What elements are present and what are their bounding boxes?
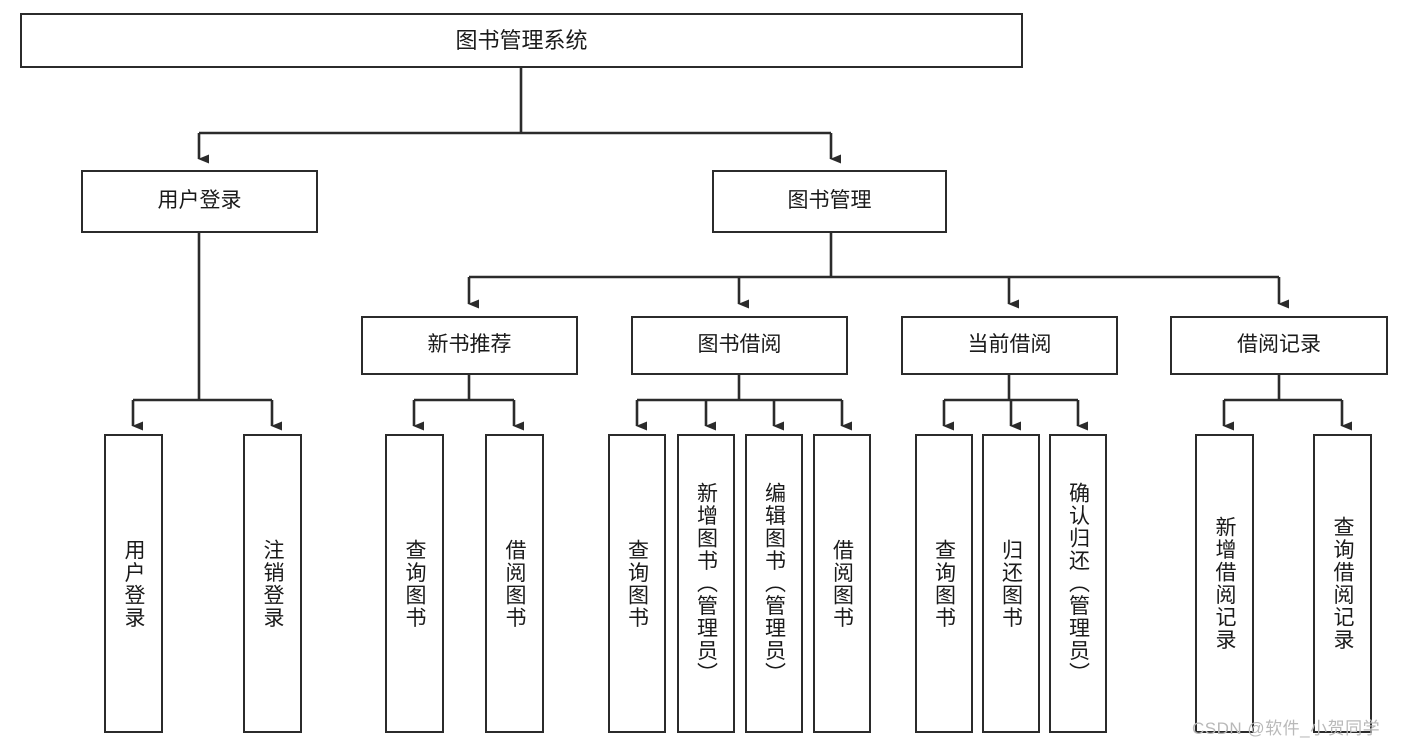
node-user-login[interactable]: 用户登录 [81,170,318,233]
leaf-book-borrow-borrow-book[interactable]: 借阅图书 [813,434,871,733]
leaf-label: 新增图书（管理员） [694,482,718,685]
node-root-book-management-system[interactable]: 图书管理系统 [20,13,1023,68]
node-user-login-label: 用户登录 [157,189,242,213]
leaf-label: 查询图书 [625,538,649,629]
leaf-book-borrow-edit-book-admin[interactable]: 编辑图书（管理员） [745,434,803,733]
leaf-label: 查询图书 [932,538,956,629]
leaf-user-login-signout[interactable]: 注销登录 [243,434,302,733]
leaf-label: 新增借阅记录 [1213,516,1236,651]
leaf-label: 用户登录 [122,538,145,629]
leaf-label: 借阅图书 [830,538,854,629]
node-new-book-recommend[interactable]: 新书推荐 [361,316,578,375]
node-current-borrow-label: 当前借阅 [967,333,1052,357]
node-current-borrow[interactable]: 当前借阅 [901,316,1118,375]
leaf-book-borrow-add-book-admin[interactable]: 新增图书（管理员） [677,434,735,733]
leaf-current-borrow-confirm-return-admin[interactable]: 确认归还（管理员） [1049,434,1107,733]
node-root-label: 图书管理系统 [455,27,588,53]
leaf-label: 归还图书 [999,538,1023,629]
leaf-label: 查询借阅记录 [1331,516,1354,651]
leaf-current-borrow-query-book[interactable]: 查询图书 [915,434,973,733]
node-borrow-record[interactable]: 借阅记录 [1170,316,1388,375]
node-borrow-record-label: 借阅记录 [1237,333,1321,357]
node-book-management[interactable]: 图书管理 [712,170,947,233]
node-new-book-recommend-label: 新书推荐 [427,333,512,357]
node-book-management-label: 图书管理 [787,189,872,213]
leaf-borrow-record-query-record[interactable]: 查询借阅记录 [1313,434,1372,733]
leaf-label: 查询图书 [403,538,426,629]
leaf-label: 编辑图书（管理员） [762,482,786,685]
node-book-borrow[interactable]: 图书借阅 [631,316,848,375]
leaf-label: 注销登录 [261,538,284,629]
leaf-current-borrow-return-book[interactable]: 归还图书 [982,434,1040,733]
leaf-new-book-borrow-book[interactable]: 借阅图书 [485,434,544,733]
leaf-user-login-signin[interactable]: 用户登录 [104,434,163,733]
leaf-label: 确认归还（管理员） [1066,482,1090,685]
leaf-book-borrow-query-book[interactable]: 查询图书 [608,434,666,733]
node-book-borrow-label: 图书借阅 [697,333,782,357]
leaf-label: 借阅图书 [503,538,526,629]
leaf-borrow-record-add-record[interactable]: 新增借阅记录 [1195,434,1254,733]
leaf-new-book-query-book[interactable]: 查询图书 [385,434,444,733]
